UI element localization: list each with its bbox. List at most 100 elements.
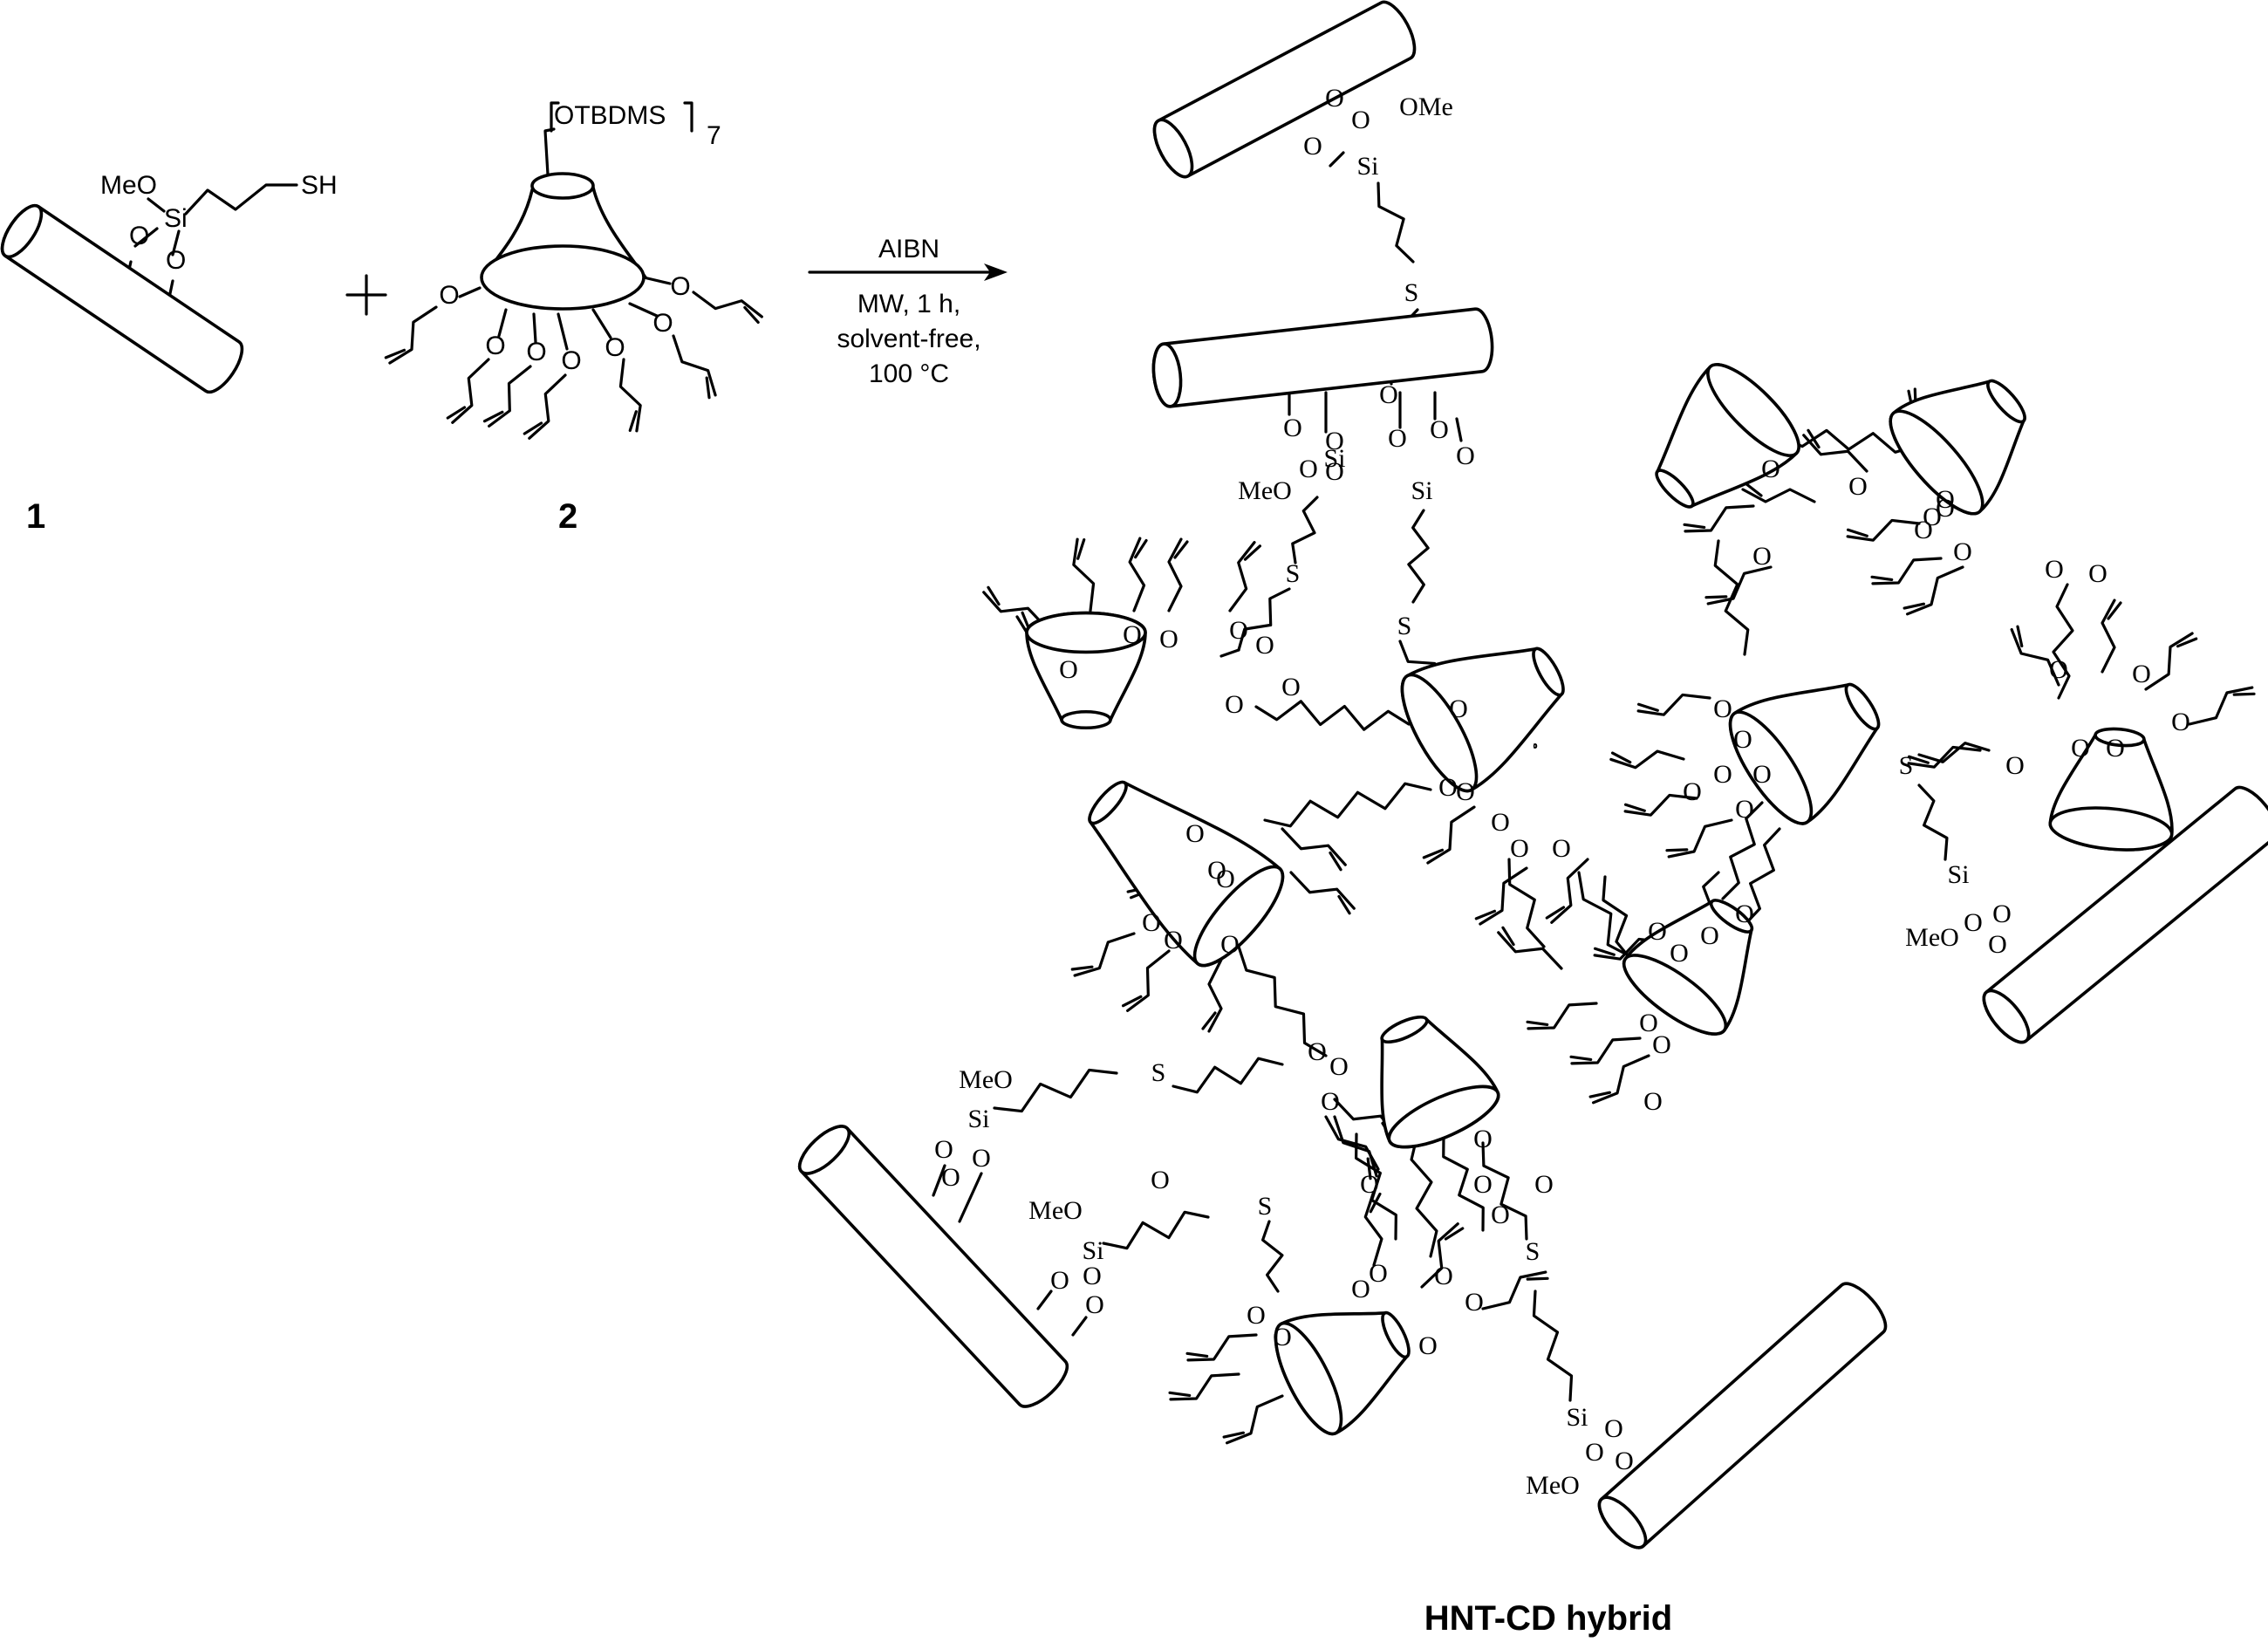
cyclodextrin-narrow-rim <box>1709 899 1754 934</box>
text: O <box>1615 1447 1634 1475</box>
reactant-2-subscript: 7 <box>707 121 721 150</box>
oxygen-18: O <box>1473 1170 1493 1199</box>
oxygen-24: O <box>1670 939 1689 968</box>
oxygen-55: O <box>1369 1259 1388 1288</box>
allyl-double-bond <box>1610 751 1632 764</box>
s-e: S <box>1151 1058 1166 1087</box>
plus-sign <box>345 274 387 316</box>
allyl-group <box>1905 565 1964 616</box>
bond-line <box>591 308 612 339</box>
cyclodextrin-narrow-rim <box>1088 780 1128 825</box>
allyl-double-bond <box>1870 575 1894 582</box>
text: O <box>1083 1262 1102 1290</box>
allyl-group <box>1846 518 1921 542</box>
allyl-double-bond <box>1545 906 1566 920</box>
si-a-si: Si <box>1323 444 1345 473</box>
cyclodextrin-wide-rim <box>1025 611 1147 654</box>
alkyl-chain <box>1507 858 1546 948</box>
cyclodextrin-narrow-rim <box>1380 1015 1429 1044</box>
cyclodextrin-narrow-rim <box>1655 469 1695 509</box>
alkyl-chain <box>1377 181 1415 263</box>
text: O <box>1388 424 1407 453</box>
cyclodextrin-narrow-rim <box>1986 379 2026 424</box>
allyl-group <box>528 373 567 440</box>
cyclodextrin-wide-rim <box>1622 954 1728 1036</box>
oxygen-13: O <box>1142 908 1161 937</box>
allyl-group <box>1907 745 1982 769</box>
allyl-double-bond <box>1846 528 1868 537</box>
allyl-double-bond <box>1683 523 1706 530</box>
allyl-double-bond <box>2176 637 2198 648</box>
allyl-group <box>1289 871 1356 910</box>
text: O <box>1351 106 1370 134</box>
text: O <box>1085 1290 1104 1319</box>
oxygen-28: O <box>1735 900 1754 928</box>
oxygen-15: O <box>1216 865 1235 893</box>
allyl-group <box>982 591 1049 630</box>
hexyl-linker <box>1254 700 1411 731</box>
allyl-group <box>1225 1394 1284 1445</box>
bond-line <box>932 1164 946 1197</box>
allyl-group <box>1591 1054 1650 1105</box>
allyl-group <box>1072 537 1096 612</box>
allyl-double-bond <box>1422 848 1445 859</box>
cyclodextrin-narrow-rim <box>1060 709 1112 730</box>
nanotube-body <box>1597 1282 1888 1550</box>
oxygen-25: O <box>1639 1009 1658 1037</box>
nanotube-end <box>1982 989 2031 1044</box>
oxygen-41: O <box>1953 537 1972 566</box>
oxygen-5: O <box>1225 690 1244 719</box>
allyl-group <box>1481 1270 1547 1310</box>
reactant-2-o-1: O <box>485 332 505 360</box>
oxygen-58: O <box>1434 1262 1453 1290</box>
allyl-double-bond <box>1076 537 1086 560</box>
hexyl-linker <box>1263 782 1432 828</box>
hexyl-linker <box>1410 1132 1438 1258</box>
oxygen-0: O <box>1059 655 1078 684</box>
reactant-1-o1: O <box>129 222 149 250</box>
reactant-1-o2: O <box>166 246 186 275</box>
allyl-group <box>692 291 763 318</box>
oxygen-54: O <box>1351 1275 1370 1303</box>
text: O <box>1325 427 1344 455</box>
text: O <box>1308 1037 1327 1066</box>
hexyl-linker <box>1778 428 1921 454</box>
allyl-group <box>1497 931 1563 970</box>
allyl-group <box>1871 557 1943 585</box>
oxygen-1: O <box>1123 620 1142 649</box>
text: O <box>1585 1438 1604 1467</box>
bond-line <box>532 312 537 344</box>
allyl-double-bond <box>482 410 504 423</box>
allyl-group <box>1609 749 1685 770</box>
alkyl-chain <box>1917 783 1949 861</box>
alkyl-chain <box>1532 1290 1574 1402</box>
oxygen-2: O <box>1159 625 1178 653</box>
oxygen-7: O <box>1456 777 1475 806</box>
oxygen-11: O <box>1552 834 1571 863</box>
bond-line <box>1071 1316 1088 1337</box>
alkyl-chain <box>1260 1220 1284 1293</box>
allyl-group <box>1169 1372 1240 1401</box>
allyl-double-bond <box>1665 848 1689 852</box>
bracket-right <box>683 101 693 133</box>
allyl-double-bond <box>1337 894 1351 915</box>
oxygen-17: O <box>1164 926 1183 954</box>
product-nanotube-bottom-left <box>797 1125 1069 1408</box>
alkyl-chain <box>1324 1115 1380 1171</box>
allyl-double-bond <box>1569 1055 1593 1062</box>
allyl-group <box>488 365 532 428</box>
text: O <box>972 1144 991 1173</box>
reactant-2-structure: OTBDMS 7 <box>554 101 721 150</box>
s-d: S <box>1899 751 1914 780</box>
reactant-1-nanotube <box>0 203 244 394</box>
oxygen-40: O <box>1936 485 1955 514</box>
bond-line <box>628 302 659 318</box>
meo-e: MeO <box>959 1065 1013 1094</box>
oxygen-16: O <box>1220 930 1240 959</box>
alkyl-chain <box>1172 1057 1284 1094</box>
oxygen-3: O <box>1229 616 1248 645</box>
s-b: S <box>1397 612 1412 640</box>
allyl-double-bond <box>1185 1351 1209 1358</box>
oxygen-9: O <box>1491 808 1510 837</box>
